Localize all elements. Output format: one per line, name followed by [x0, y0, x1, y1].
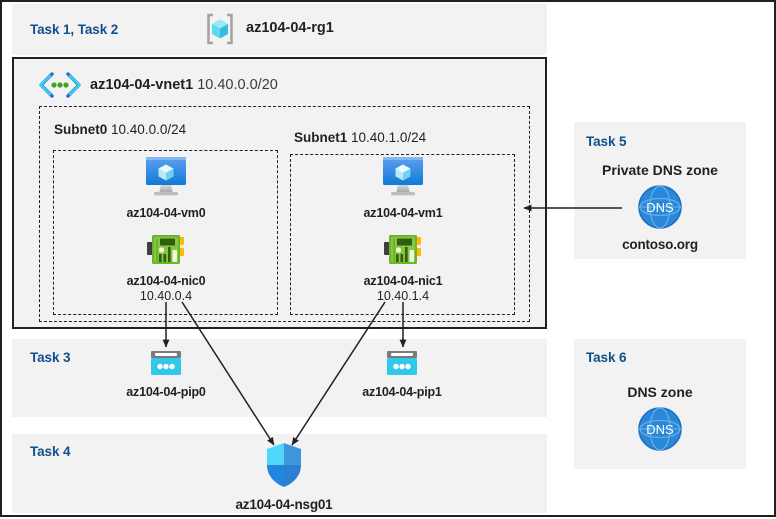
- nic1-ip: 10.40.1.4: [376, 289, 430, 303]
- pip1-name: az104-04-pip1: [362, 385, 442, 399]
- resource-group-panel: [12, 4, 547, 55]
- network-interface-icon: [144, 233, 188, 267]
- vm1-name: az104-04-vm1: [363, 206, 443, 220]
- subnet1-name: Subnet1: [294, 130, 348, 145]
- resource-group-name: az104-04-rg1: [246, 20, 334, 36]
- private-dns-zone-name: contoso.org: [622, 237, 698, 252]
- dns-globe-icon: DNS: [637, 184, 683, 230]
- task6-heading: DNS zone: [627, 384, 693, 400]
- task3-panel: [12, 339, 547, 417]
- task5-heading: Private DNS zone: [602, 162, 718, 178]
- svg-text:DNS: DNS: [646, 422, 674, 437]
- vm0-name: az104-04-vm0: [126, 206, 206, 220]
- nic0-ip: 10.40.0.4: [139, 289, 193, 303]
- public-ip-address-icon: [149, 350, 183, 378]
- subnet0-name: Subnet0: [54, 122, 108, 137]
- subnet0-prefix: 10.40.0.0/24: [111, 122, 187, 137]
- vm0-node: az104-04-vm0: [105, 155, 227, 220]
- virtual-machine-icon: [143, 155, 189, 199]
- private-dns-zone-node: DNS contoso.org: [574, 184, 746, 252]
- task-label-4: Task 4: [30, 444, 71, 459]
- dns-globe-icon: DNS: [637, 406, 683, 452]
- network-security-group-shield-icon: [263, 441, 305, 489]
- pip0-node: az104-04-pip0: [106, 350, 226, 399]
- nsg-name: az104-04-nsg01: [235, 497, 333, 512]
- dns-zone-node: DNS: [574, 406, 746, 457]
- vnet-panel: [12, 57, 547, 329]
- nic1-name: az104-04-nic1: [363, 274, 443, 288]
- nic0-node: az104-04-nic0 10.40.0.4: [105, 233, 227, 303]
- subnet1-prefix: 10.40.1.0/24: [351, 130, 427, 145]
- vnet-name: az104-04-vnet1: [90, 77, 194, 93]
- task-label-5: Task 5: [586, 134, 627, 149]
- pip0-name: az104-04-pip0: [126, 385, 206, 399]
- subnet1-title: Subnet1 10.40.1.0/24: [294, 130, 426, 145]
- virtual-network-icon: [38, 72, 82, 98]
- vnet-address-space: 10.40.0.0/20: [197, 77, 278, 93]
- nic1-node: az104-04-nic1 10.40.1.4: [342, 233, 464, 303]
- virtual-machine-icon: [380, 155, 426, 199]
- task-label-3: Task 3: [30, 350, 71, 365]
- svg-text:DNS: DNS: [646, 200, 674, 215]
- subnets-container: [39, 106, 530, 322]
- network-interface-icon: [381, 233, 425, 267]
- public-ip-address-icon: [385, 350, 419, 378]
- pip1-node: az104-04-pip1: [342, 350, 462, 399]
- nic0-name: az104-04-nic0: [126, 274, 206, 288]
- nsg-node: az104-04-nsg01: [224, 441, 344, 512]
- vm1-node: az104-04-vm1: [342, 155, 464, 220]
- resource-group-icon: [202, 11, 238, 47]
- subnet0-title: Subnet0 10.40.0.0/24: [54, 122, 186, 137]
- vnet-title: az104-04-vnet1 10.40.0.0/20: [90, 77, 278, 93]
- task-label-6: Task 6: [586, 350, 627, 365]
- task-label-1-2: Task 1, Task 2: [30, 22, 119, 37]
